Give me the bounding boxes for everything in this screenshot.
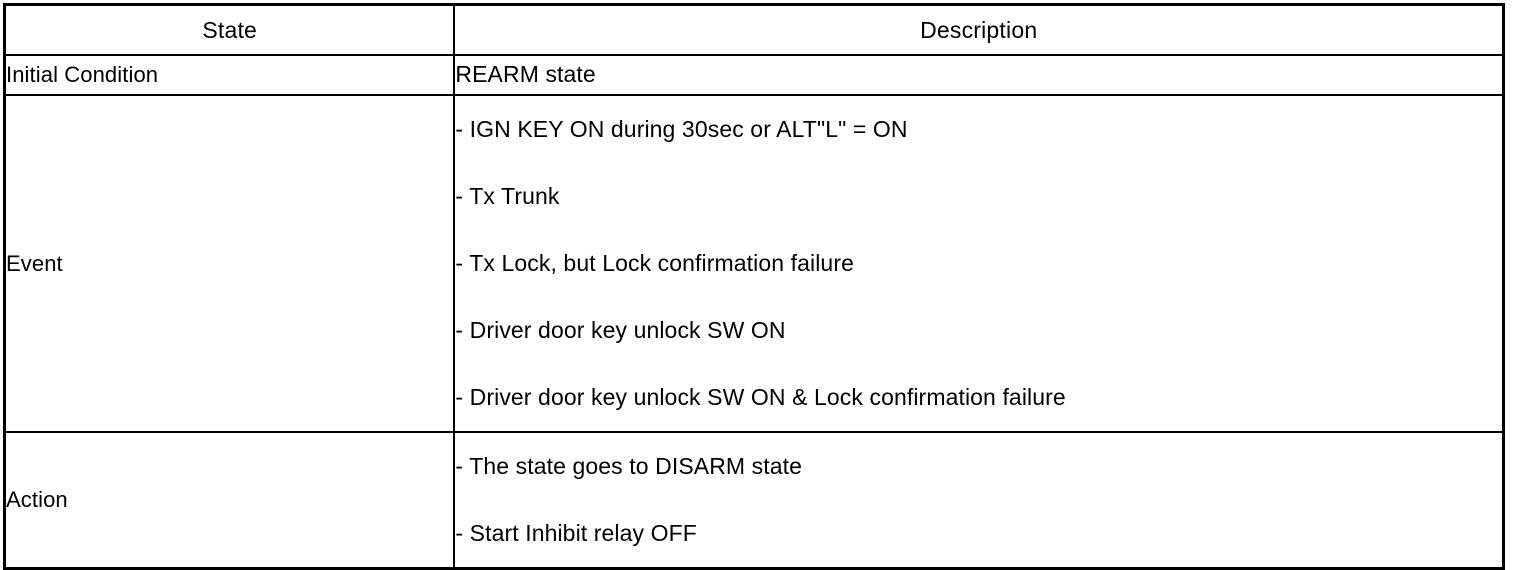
column-header-description: Description	[454, 4, 1504, 56]
column-header-state: State	[4, 4, 455, 56]
row-value-event: - IGN KEY ON during 30sec or ALT"L" = ON…	[454, 95, 1504, 433]
table-header-row: State Description	[4, 4, 1504, 56]
table-row: Action - The state goes to DISARM state …	[4, 432, 1504, 569]
list-item: - Driver door key unlock SW ON & Lock co…	[455, 384, 1066, 410]
row-label-initial-condition: Initial Condition	[4, 55, 455, 96]
list-item: - Driver door key unlock SW ON	[455, 317, 786, 343]
row-value-initial-condition: REARM state	[454, 55, 1504, 96]
action-bullet-list: - The state goes to DISARM state - Start…	[455, 433, 1502, 567]
list-item: - IGN KEY ON during 30sec or ALT"L" = ON	[455, 116, 908, 142]
row-label-event: Event	[4, 95, 455, 433]
event-bullet-list: - IGN KEY ON during 30sec or ALT"L" = ON…	[455, 96, 1502, 431]
page-root: State Description Initial Condition REAR…	[3, 3, 1505, 570]
list-item: - Tx Lock, but Lock confirmation failure	[455, 250, 854, 276]
row-label-action: Action	[4, 432, 455, 569]
list-item: - The state goes to DISARM state	[455, 453, 803, 479]
list-item: - Start Inhibit relay OFF	[455, 520, 697, 546]
row-value-action: - The state goes to DISARM state - Start…	[454, 432, 1504, 569]
table-row: Event - IGN KEY ON during 30sec or ALT"L…	[4, 95, 1504, 433]
table-row: Initial Condition REARM state	[4, 55, 1504, 96]
state-description-table: State Description Initial Condition REAR…	[3, 3, 1505, 570]
list-item: - Tx Trunk	[455, 183, 560, 209]
